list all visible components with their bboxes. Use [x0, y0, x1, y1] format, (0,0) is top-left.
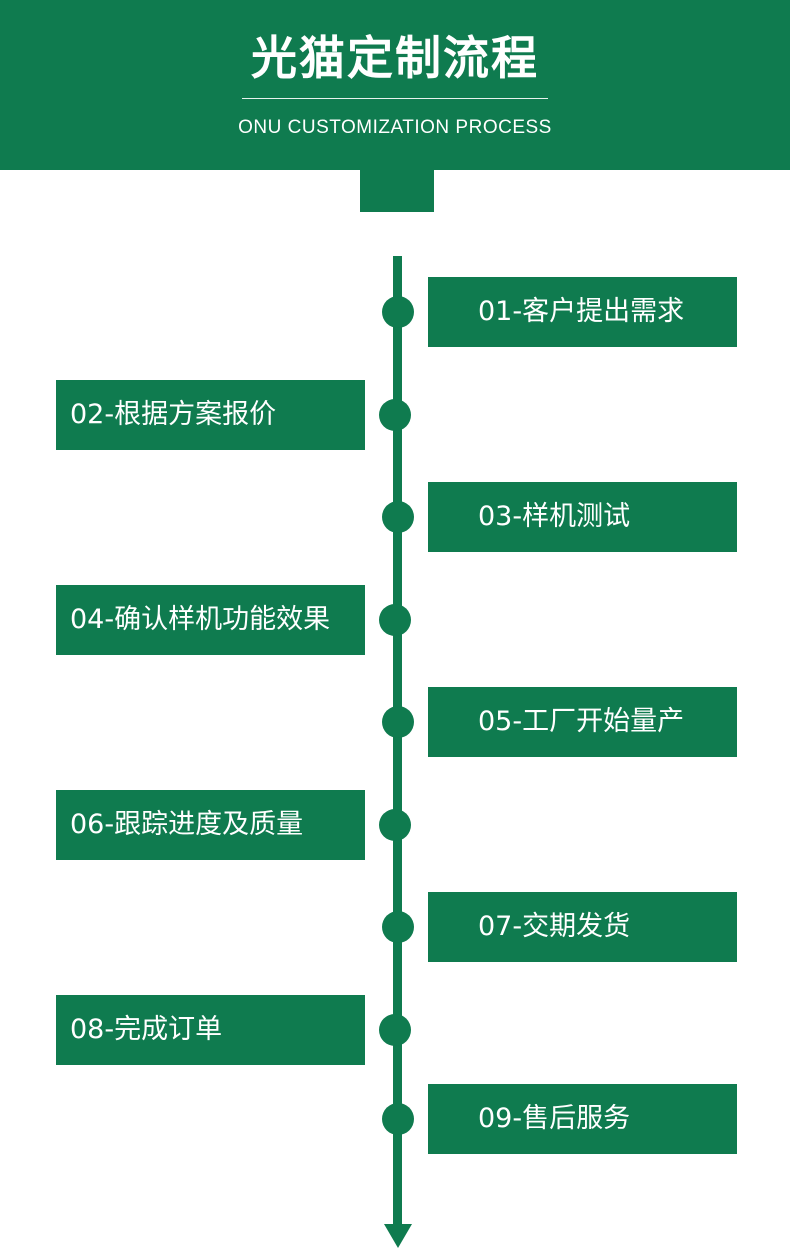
- timeline-dot-02: [379, 399, 411, 431]
- timeline-dot-03: [382, 501, 414, 533]
- step-05: 05-工厂开始量产: [428, 687, 737, 757]
- timeline-dot-04: [379, 604, 411, 636]
- header-tab-decoration: [360, 170, 434, 212]
- timeline-dot-06: [379, 809, 411, 841]
- timeline-line: [393, 256, 402, 1230]
- title-divider: [242, 98, 548, 99]
- step-04: 04-确认样机功能效果: [56, 585, 365, 655]
- header-banner: 光猫定制流程 ONU CUSTOMIZATION PROCESS: [0, 0, 790, 170]
- page-title: 光猫定制流程: [251, 31, 539, 85]
- timeline-dot-05: [382, 706, 414, 738]
- timeline-dot-08: [379, 1014, 411, 1046]
- step-09: 09-售后服务: [428, 1084, 737, 1154]
- step-08: 08-完成订单: [56, 995, 365, 1065]
- step-06: 06-跟踪进度及质量: [56, 790, 365, 860]
- timeline-dot-01: [382, 296, 414, 328]
- step-07: 07-交期发货: [428, 892, 737, 962]
- timeline-dot-07: [382, 911, 414, 943]
- timeline-dot-09: [382, 1103, 414, 1135]
- page-subtitle: ONU CUSTOMIZATION PROCESS: [238, 117, 552, 138]
- step-02: 02-根据方案报价: [56, 380, 365, 450]
- step-01: 01-客户提出需求: [428, 277, 737, 347]
- timeline-arrow-down-icon: [384, 1224, 412, 1248]
- step-03: 03-样机测试: [428, 482, 737, 552]
